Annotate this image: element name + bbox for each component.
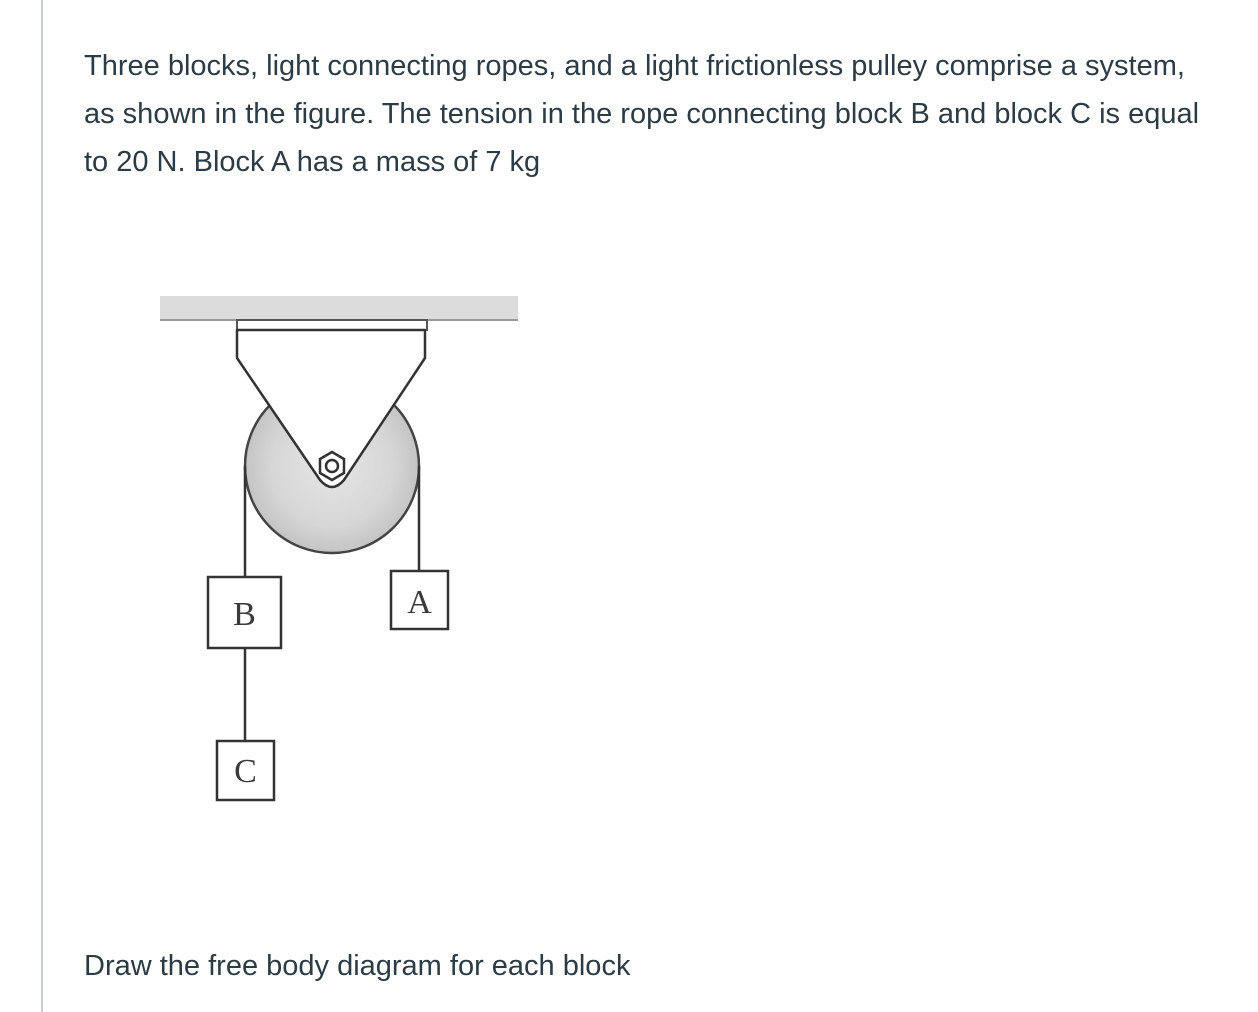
question-text: Three blocks, light connecting ropes, an…: [84, 50, 1200, 178]
block-c: C: [215, 739, 276, 802]
block-a-label: A: [407, 584, 432, 621]
axle-bolt: [324, 458, 340, 474]
block-b-label: B: [233, 596, 256, 633]
block-b: B: [206, 575, 283, 650]
axle-nut: [318, 450, 346, 482]
block-a: A: [389, 569, 450, 631]
pulley-system-figure: B A C: [160, 296, 518, 802]
mount-plate: [236, 319, 428, 331]
prompt-text: Draw the free body diagram for each bloc…: [84, 950, 631, 982]
pulley-bracket: [235, 328, 427, 489]
ceiling: [160, 296, 518, 320]
block-c-label: C: [234, 753, 257, 790]
content-left-border: [41, 0, 43, 1012]
